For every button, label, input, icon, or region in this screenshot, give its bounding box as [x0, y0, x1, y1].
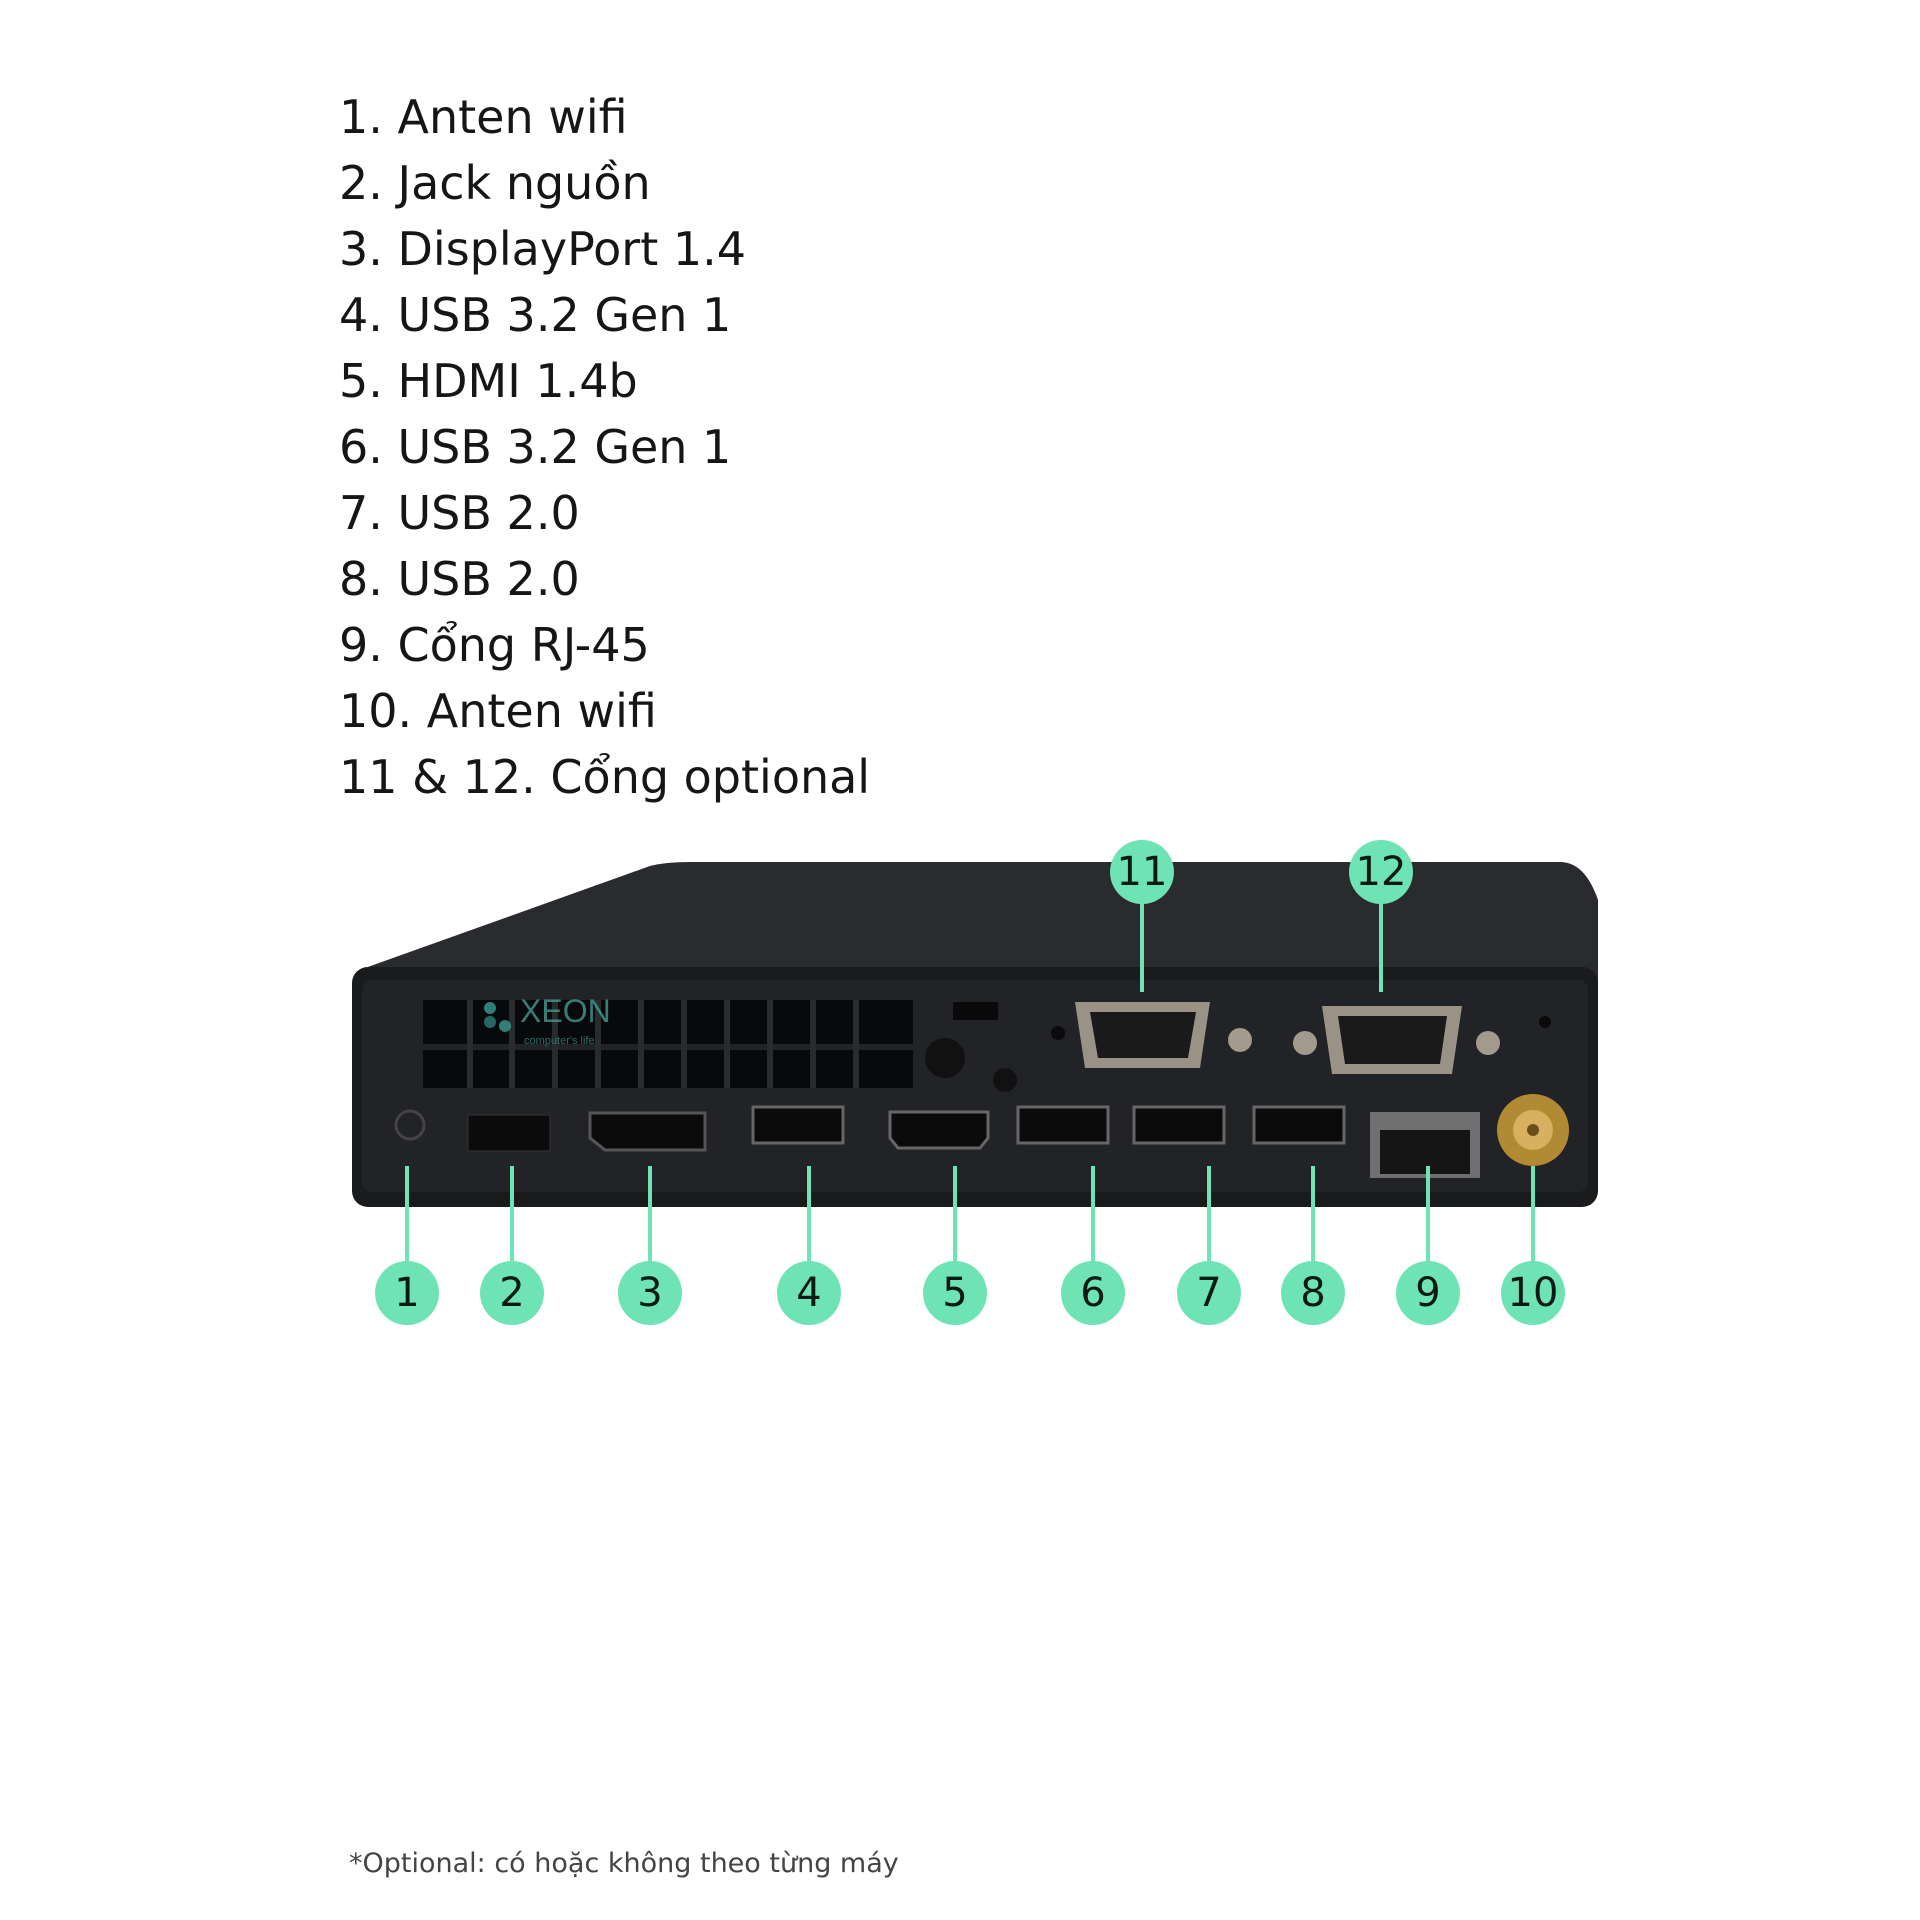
callout-3: 3 — [618, 1261, 682, 1325]
leader-line — [1531, 1166, 1535, 1293]
leader-line — [1207, 1166, 1211, 1293]
callout-7: 7 — [1177, 1261, 1241, 1325]
callout-6: 6 — [1061, 1261, 1125, 1325]
leader-line — [1311, 1166, 1315, 1293]
callout-8: 8 — [1281, 1261, 1345, 1325]
port-spec-list: 1. Anten wifi 2. Jack nguồn 3. DisplayPo… — [339, 84, 870, 810]
spec-item: 11 & 12. Cổng optional — [339, 750, 871, 804]
callout-10: 10 — [1501, 1261, 1565, 1325]
callout-9: 9 — [1396, 1261, 1460, 1325]
leader-line — [953, 1166, 957, 1293]
leader-line — [1426, 1166, 1430, 1293]
leader-line — [807, 1166, 811, 1293]
spec-item: 4. USB 3.2 Gen 1 — [339, 288, 732, 342]
spec-item: 5. HDMI 1.4b — [339, 354, 638, 408]
spec-item: 6. USB 3.2 Gen 1 — [339, 420, 732, 474]
leader-line — [510, 1166, 514, 1293]
spec-item: 2. Jack nguồn — [339, 156, 651, 210]
watermark-brand: XEON — [520, 993, 611, 1029]
spec-item: 7. USB 2.0 — [339, 486, 580, 540]
leader-line — [1379, 872, 1383, 992]
leader-line — [1091, 1166, 1095, 1293]
spec-item: 9. Cổng RJ-45 — [339, 618, 650, 672]
callout-4: 4 — [777, 1261, 841, 1325]
serial-port-12 — [1293, 1006, 1500, 1074]
callout-2: 2 — [480, 1261, 544, 1325]
callout-11: 11 — [1110, 840, 1174, 904]
callout-5: 5 — [923, 1261, 987, 1325]
leader-line — [405, 1166, 409, 1293]
watermark-tagline: computer's life — [524, 1035, 595, 1047]
spec-item: 1. Anten wifi — [339, 90, 628, 144]
footnote: *Optional: có hoặc không theo từng máy — [349, 1848, 899, 1879]
leader-line — [1140, 872, 1144, 992]
leader-line — [648, 1166, 652, 1293]
callout-12: 12 — [1349, 840, 1413, 904]
spec-item: 3. DisplayPort 1.4 — [339, 222, 747, 276]
xeon-watermark: XEON computer's life — [484, 993, 611, 1047]
spec-item: 10. Anten wifi — [339, 684, 657, 738]
callout-1: 1 — [375, 1261, 439, 1325]
serial-port-11 — [1051, 1002, 1252, 1068]
spec-item: 8. USB 2.0 — [339, 552, 580, 606]
